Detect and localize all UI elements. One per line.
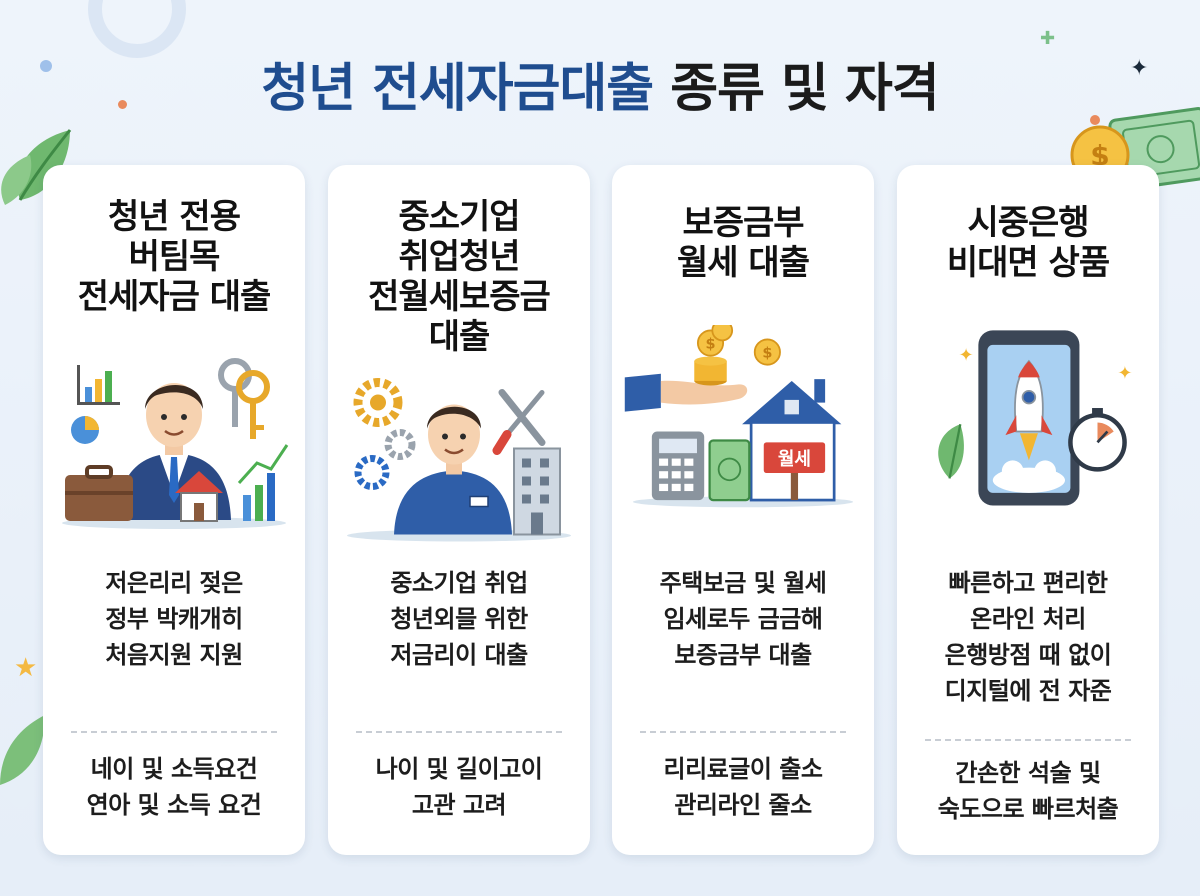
card-description-line: 보증금부 대출 <box>674 641 812 669</box>
loan-card-youth-buttimok: 청년 전용 버팀목 전세자금 대출 <box>43 165 305 855</box>
card-description-line: 빠른하고 편리한 <box>948 569 1108 597</box>
background-dot-decoration <box>40 60 52 72</box>
card-title-line: 월세 대출 <box>677 243 810 283</box>
leaf-decoration-icon <box>0 715 45 785</box>
card-description-line: 주택보금 및 월세 <box>659 569 827 597</box>
card-title: 시중은행 비대면 상품 <box>897 203 1159 283</box>
card-title-line: 중소기업 <box>398 197 520 237</box>
loan-card-bank-online: 시중은행 비대면 상품 ✦ ✦ 빠른하고 편리한 온라인 처리 은행방점 때 없… <box>897 165 1159 855</box>
card-title-line: 취업청년 <box>398 237 520 277</box>
businessman-illustration-icon <box>62 358 289 529</box>
background-dot-decoration <box>118 100 127 109</box>
background-dot-decoration <box>1090 115 1100 125</box>
page-title: 청년 전세자금대출 종류 및 자격 <box>0 46 1200 121</box>
card-description: 빠른하고 편리한 온라인 처리 은행방점 때 없이 디지털에 전 자준 <box>897 565 1159 709</box>
card-requirement-line: 고관 고려 <box>411 791 507 819</box>
card-title-line: 비대면 상품 <box>946 243 1110 283</box>
card-requirements: 리리료글이 출소 관리라인 줄소 <box>612 751 874 823</box>
card-description-line: 저은리리 젖은 <box>105 569 243 597</box>
page-title-highlight: 청년 전세자금대출 <box>261 59 654 119</box>
worker-illustration-icon <box>347 378 571 542</box>
card-description-line: 디지털에 전 자준 <box>944 677 1112 705</box>
card-requirement-line: 간손한 석술 및 <box>955 759 1101 787</box>
sparkle-icon: ✚ <box>1040 28 1056 49</box>
card-title-line: 대출 <box>428 317 491 357</box>
leaf-decoration-icon <box>1 129 72 205</box>
card-title-line: 전월세보증금 <box>368 277 551 317</box>
loan-card-deposit-rent: 보증금부 월세 대출 $ $ 월세 <box>612 165 874 855</box>
card-requirements: 나이 및 길이고이 고관 고려 <box>328 751 590 823</box>
dashed-divider <box>640 731 846 733</box>
card-title-line: 보증금부 <box>682 203 804 243</box>
card-title-line: 버팀목 <box>128 237 221 277</box>
card-title-line: 시중은행 <box>967 203 1089 243</box>
svg-text:$: $ <box>705 336 715 352</box>
svg-text:$: $ <box>1090 139 1109 172</box>
card-requirement-line: 네이 및 소득요건 <box>90 755 258 783</box>
card-title-line: 청년 전용 <box>108 197 241 237</box>
card-title-line: 전세자금 대출 <box>77 277 272 317</box>
card-description: 저은리리 젖은 정부 박캐개히 처음지원 지원 <box>43 565 305 673</box>
card-description-line: 온라인 처리 <box>970 605 1086 633</box>
card-requirement-line: 나이 및 길이고이 <box>375 755 543 783</box>
dashed-divider <box>925 739 1131 741</box>
house-money-illustration-icon: $ $ 월세 <box>624 325 854 508</box>
rent-sign-text: 월세 <box>778 449 811 470</box>
card-requirements: 네이 및 소득요건 연아 및 소득 요건 <box>43 751 305 823</box>
svg-text:✦: ✦ <box>959 345 974 366</box>
card-description: 중소기업 취업 청년외믈 위한 저금리이 대출 <box>328 565 590 673</box>
page-title-rest: 종류 및 자격 <box>670 59 939 119</box>
sparkle-icon: ✦ <box>1130 56 1149 81</box>
card-title: 중소기업 취업청년 전월세보증금 대출 <box>328 197 590 357</box>
dashed-divider <box>356 731 562 733</box>
card-requirement-line: 연아 및 소득 요건 <box>86 791 262 819</box>
card-description-line: 청년외믈 위한 <box>390 605 528 633</box>
svg-text:✦: ✦ <box>1117 363 1132 384</box>
loan-card-sme-youth: 중소기업 취업청년 전월세보증금 대출 중소기업 취업 <box>328 165 590 855</box>
card-description-line: 처음지원 지원 <box>105 641 243 669</box>
card-requirements: 간손한 석술 및 숙도으로 빠르처출 <box>897 755 1159 827</box>
dashed-divider <box>71 731 277 733</box>
card-requirement-line: 관리라인 줄소 <box>674 791 812 819</box>
svg-text:$: $ <box>762 345 772 361</box>
card-description-line: 임세로두 금금해 <box>663 605 823 633</box>
card-description: 주택보금 및 월세 임세로두 금금해 보증금부 대출 <box>612 565 874 673</box>
phone-rocket-illustration-icon: ✦ ✦ <box>938 330 1132 506</box>
card-description-line: 중소기업 취업 <box>390 569 528 597</box>
card-description-line: 정부 박캐개히 <box>105 605 243 633</box>
card-description-line: 저금리이 대출 <box>390 641 528 669</box>
star-icon: ★ <box>14 653 38 683</box>
card-requirement-line: 리리료글이 출소 <box>663 755 823 783</box>
card-title: 청년 전용 버팀목 전세자금 대출 <box>43 197 305 317</box>
card-description-line: 은행방점 때 없이 <box>944 641 1112 669</box>
card-requirement-line: 숙도으로 빠르처출 <box>937 795 1119 823</box>
card-title: 보증금부 월세 대출 <box>612 203 874 283</box>
